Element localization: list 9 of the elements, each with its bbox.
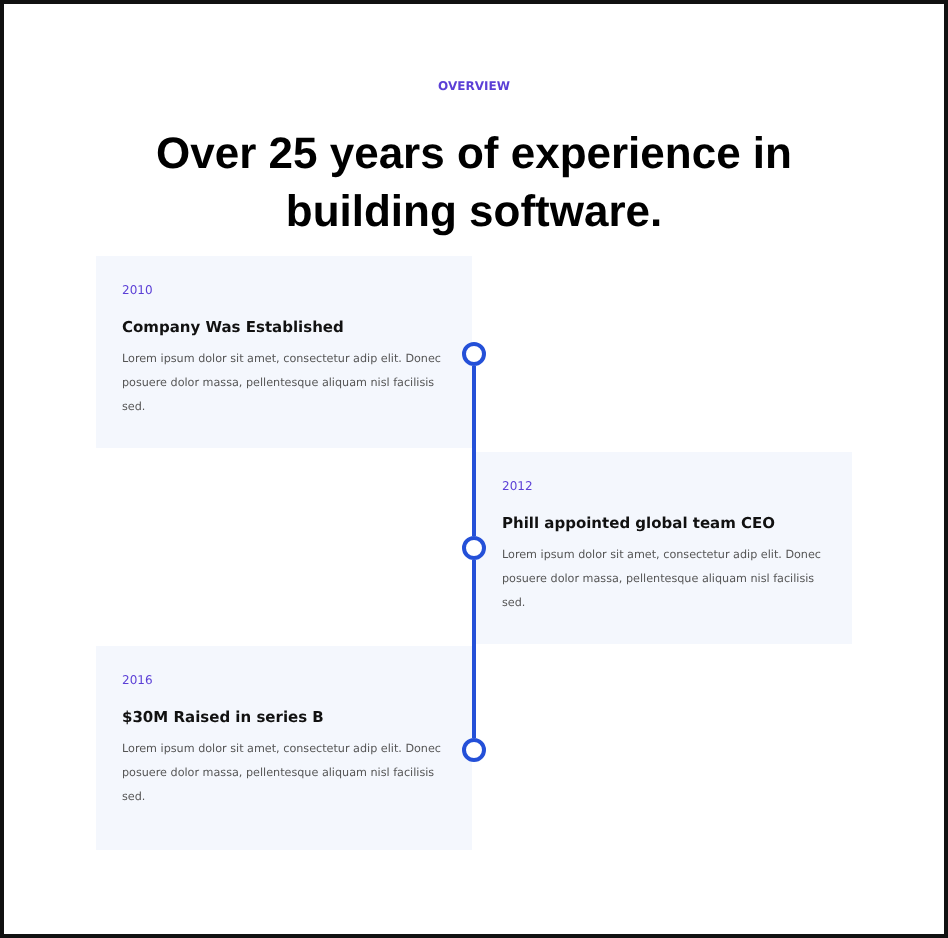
timeline-dot	[462, 738, 486, 762]
timeline-card	[96, 256, 472, 448]
page-title: Over 25 years of experience in building software.	[154, 126, 794, 240]
timeline-dot	[462, 536, 486, 560]
timeline-card	[476, 452, 852, 644]
timeline-line	[472, 560, 476, 738]
timeline-dot	[462, 342, 486, 366]
timeline-card	[96, 646, 472, 850]
timeline-line	[472, 366, 476, 536]
